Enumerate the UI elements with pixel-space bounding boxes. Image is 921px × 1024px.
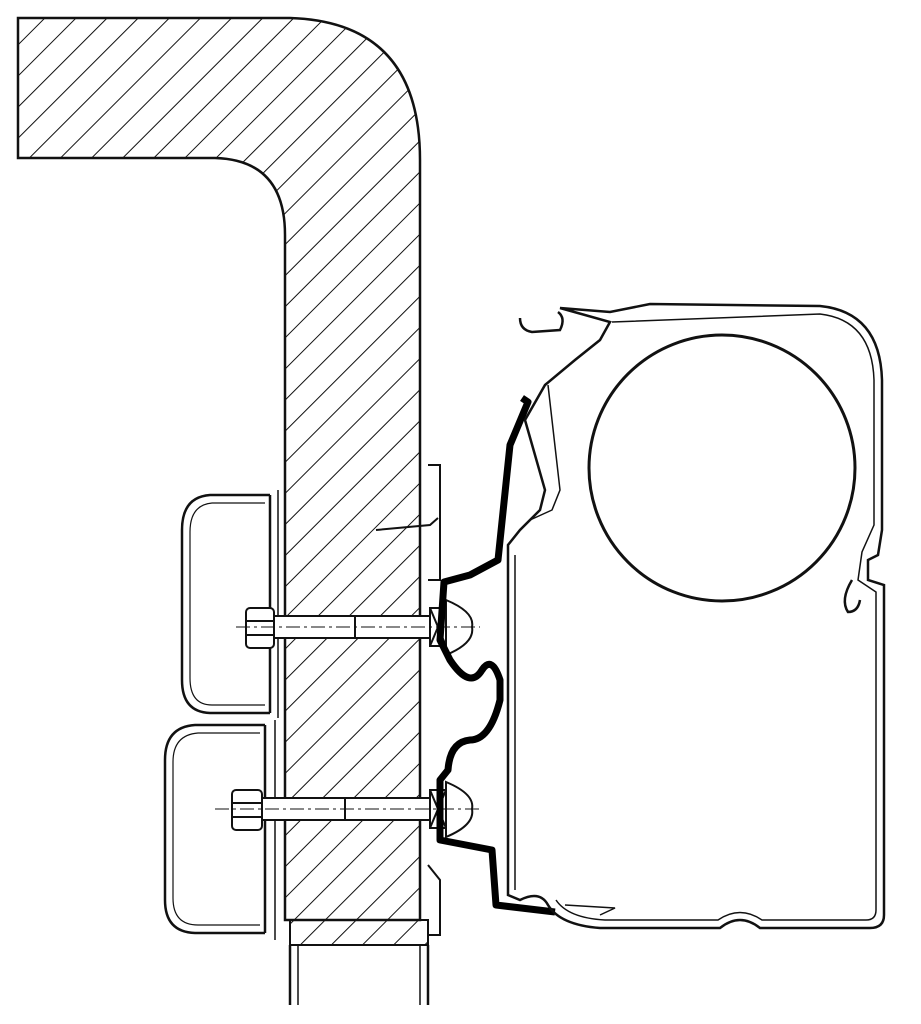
awning-roller-tube (587, 333, 857, 603)
awning-housing-profile (506, 302, 886, 930)
wall-rail (375, 464, 441, 936)
adapter-bracket (436, 395, 556, 916)
vehicle-wall-section (16, 16, 430, 1005)
bolt-upper (236, 598, 480, 657)
interior-clip-upper (180, 490, 279, 718)
interior-clip-lower (163, 720, 276, 940)
